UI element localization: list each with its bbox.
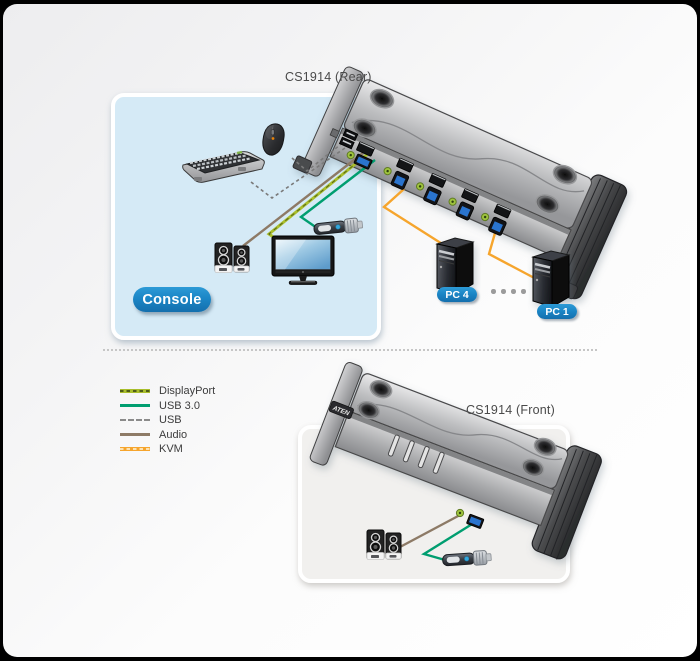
usb-line-keyboard xyxy=(250,145,349,199)
front-device-illustration: ATEN xyxy=(309,362,602,560)
monitor-illustration xyxy=(271,235,335,285)
displayport-line-dashes xyxy=(268,151,371,244)
section-separator xyxy=(103,349,597,351)
pc4-tower-illustration xyxy=(435,237,475,295)
legend-label: USB 3.0 xyxy=(159,399,200,412)
speakers-illustration-rear xyxy=(214,242,250,273)
kvm-port-group-4 xyxy=(481,203,512,236)
pc1-tower-illustration xyxy=(531,250,571,308)
kvm-port-group-1 xyxy=(383,157,414,190)
legend-label: KVM xyxy=(159,443,183,456)
displayport-line-swatch xyxy=(120,389,150,394)
audio-line-swatch xyxy=(120,433,150,437)
speakers-illustration-front xyxy=(366,529,402,560)
legend-item-usb3: USB 3.0 xyxy=(120,399,215,414)
legend-item-kvm: KVM xyxy=(120,442,215,457)
legend-label: Audio xyxy=(159,428,188,441)
usb-drive-illustration-front xyxy=(442,550,492,567)
kvm-port-group-3 xyxy=(448,188,479,221)
legend-label: USB xyxy=(159,414,182,427)
pc-ellipsis-dots xyxy=(491,289,526,294)
front-device-pushbuttons xyxy=(387,434,445,474)
dot xyxy=(511,289,516,294)
keyboard-illustration xyxy=(182,150,265,183)
cable-legend: DisplayPort USB 3.0 USB Audio KVM xyxy=(120,384,215,457)
front-view-title: CS1914 (Front) xyxy=(466,403,555,417)
rear-device-illustration xyxy=(292,66,628,300)
console-port-group xyxy=(329,128,375,170)
usb3-line-rear xyxy=(298,159,376,229)
legend-item-audio: Audio xyxy=(120,428,215,443)
pc1-label-pill: PC 1 xyxy=(537,304,577,319)
usb-drive-illustration-rear xyxy=(313,217,363,235)
kvm-line-swatch xyxy=(120,447,150,452)
rear-device-ports xyxy=(329,128,512,236)
kvm-line-pc1 xyxy=(487,232,541,283)
kvm-port-group-2 xyxy=(416,173,447,206)
legend-label: DisplayPort xyxy=(159,385,216,398)
usb3-line-front xyxy=(421,519,478,562)
legend-item-usb: USB xyxy=(120,413,215,428)
dot xyxy=(491,289,496,294)
legend-item-displayport: DisplayPort xyxy=(120,384,215,399)
console-label-pill: Console xyxy=(133,287,211,312)
front-device-ports xyxy=(455,508,485,529)
kvm-line-pc4 xyxy=(382,188,448,249)
audio-line-rear xyxy=(242,152,364,247)
pc4-label-pill: PC 4 xyxy=(437,287,477,302)
usb3-line-swatch xyxy=(120,404,150,408)
usb-line-mouse xyxy=(291,140,346,173)
dot xyxy=(521,289,526,294)
dot xyxy=(501,289,506,294)
audio-line-front xyxy=(399,513,461,549)
mouse-illustration xyxy=(262,123,285,156)
rear-view-title: CS1914 (Rear) xyxy=(285,70,372,84)
usb-line-swatch xyxy=(120,419,150,422)
